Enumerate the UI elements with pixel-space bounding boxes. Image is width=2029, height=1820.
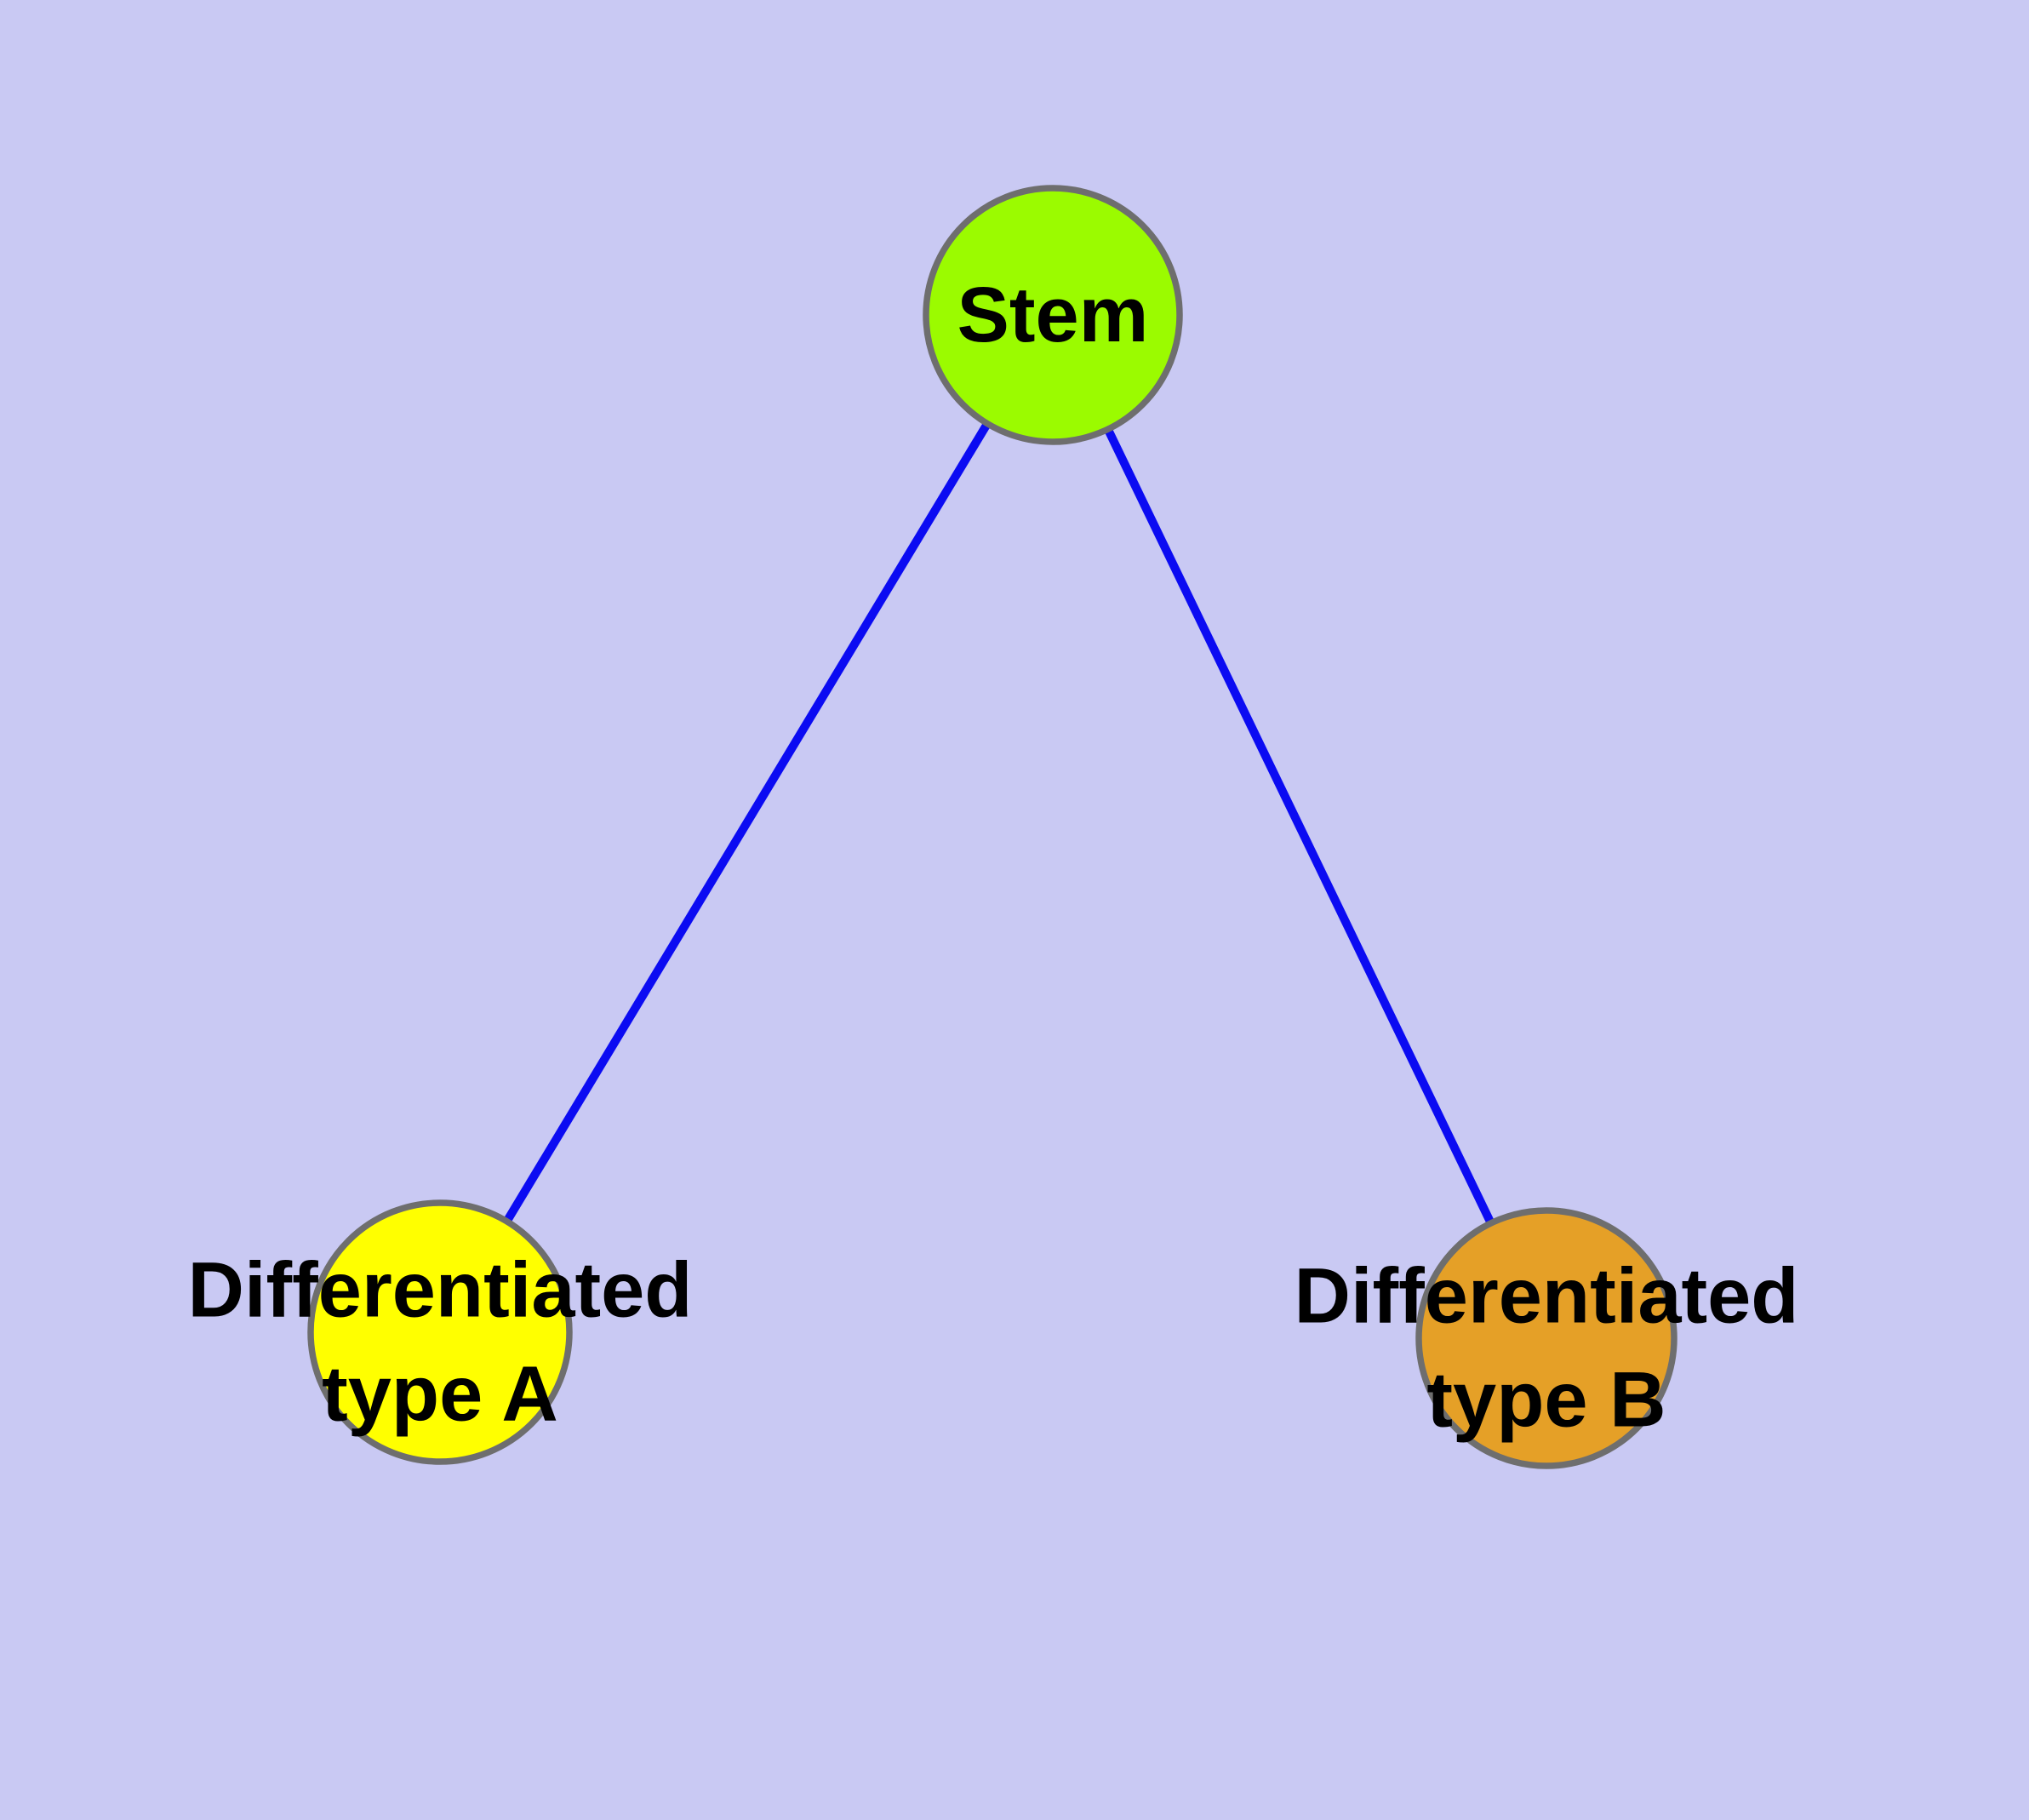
- node-circle-differentiated-type-a: [307, 1199, 573, 1465]
- node-label-line: Differentiated: [1294, 1252, 1799, 1340]
- node-label-line: Differentiated: [187, 1246, 693, 1334]
- node-circle-differentiated-type-b: [1415, 1207, 1677, 1469]
- node-label-stem: Stem: [957, 263, 1149, 367]
- node-label-differentiated-type-a: Differentiated type A: [188, 1239, 693, 1447]
- node-label-line: Stem: [957, 271, 1149, 358]
- edge-stem-to-differentiated-type-a: [436, 312, 1057, 1335]
- edge-stem-to-differentiated-type-b: [1049, 312, 1551, 1341]
- node-label-line: type A: [322, 1351, 558, 1438]
- node-label-line: type B: [1426, 1357, 1666, 1444]
- node-label-differentiated-type-b: Differentiated type B: [1295, 1245, 1799, 1453]
- node-circle-stem: [923, 185, 1183, 445]
